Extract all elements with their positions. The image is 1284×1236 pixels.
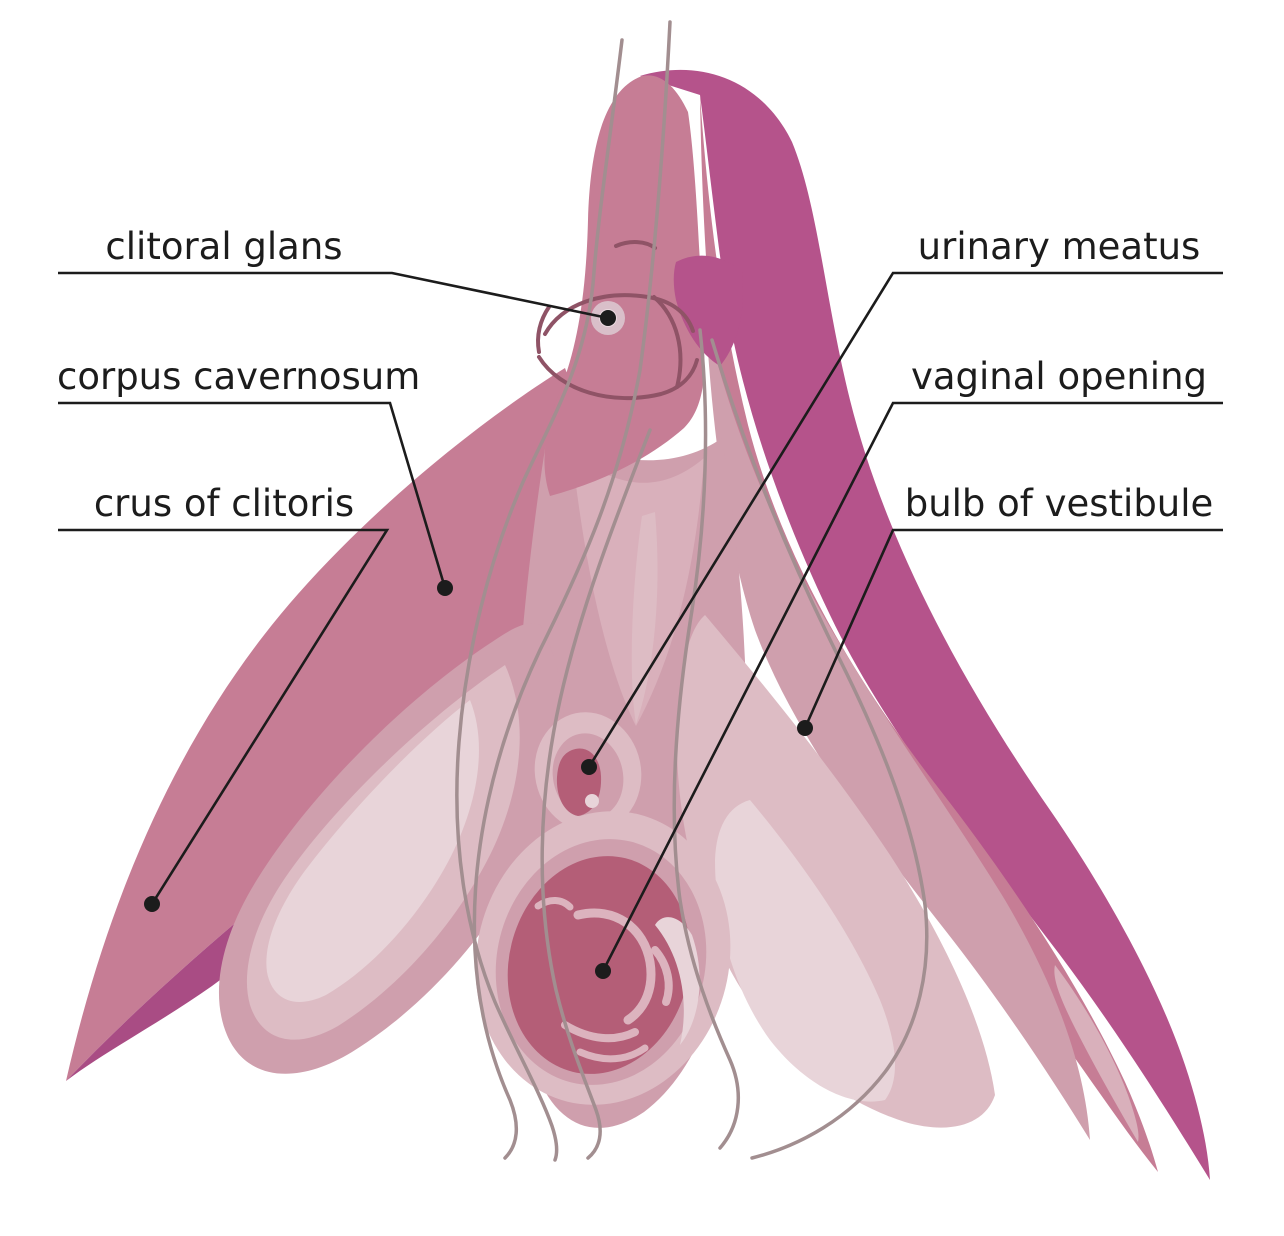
sketch-line-outer-right	[710, 338, 929, 1160]
vulva-outline-sketch	[455, 20, 929, 1162]
leader-clitoral-glans	[58, 271, 609, 320]
label-urinary-meatus: urinary meatus	[917, 225, 1201, 268]
label-bulb-of-vestibule: bulb of vestibule	[904, 482, 1214, 525]
sketch-line-mid-left	[472, 20, 672, 1160]
vaginal-fold-1	[573, 908, 656, 1025]
vaginal-fold-3	[651, 946, 673, 1006]
label-crus-of-clitoris: crus of clitoris	[93, 482, 355, 525]
dot-clitoral-glans	[600, 310, 616, 326]
leader-vaginal-opening	[601, 401, 1223, 972]
hood-fold-lower	[537, 355, 699, 401]
right-bulb-core-shape	[715, 800, 896, 1102]
dot-crus-of-clitoris	[144, 896, 160, 912]
sketch-line-outer-left	[455, 38, 624, 1162]
label-clitoral-glans: clitoral glans	[105, 225, 343, 268]
leader-crus-of-clitoris	[58, 528, 390, 905]
hood-fold-right	[652, 295, 683, 389]
label-vaginal-opening: vaginal opening	[910, 355, 1208, 398]
hood-fold-left	[536, 305, 551, 354]
dot-vaginal-opening	[595, 963, 611, 979]
dot-corpus-cavernosum	[437, 580, 453, 596]
clitoral-glans-shapes	[536, 240, 699, 401]
sketch-line-center-right	[672, 328, 741, 1150]
vaginal-fold-2	[534, 897, 574, 911]
meatus-glint	[585, 794, 599, 808]
vaginal-fold-5	[576, 1044, 649, 1063]
leader-corpus-cavernosum	[58, 401, 447, 589]
right-mid-band-shape	[706, 320, 1090, 1140]
left-crus-shape	[66, 368, 584, 1081]
dot-urinary-meatus	[581, 759, 597, 775]
right-crus-shape	[640, 69, 1210, 1180]
hood-shadow-shape	[673, 255, 744, 366]
leader-bulb-of-vestibule	[803, 528, 1223, 729]
label-corpus-cavernosum: corpus cavernosum	[57, 355, 421, 398]
hood-fold-upper	[543, 293, 695, 336]
vaginal-fold-4	[561, 1021, 639, 1043]
leader-dots	[144, 310, 813, 979]
leader-lines	[58, 271, 1223, 972]
vestibule-streak-shape	[631, 512, 658, 724]
leader-urinary-meatus	[587, 271, 1223, 768]
illustration-shapes	[66, 20, 1210, 1180]
sketch-line-inner-left	[540, 428, 652, 1160]
right-crus-tip-highlight-shape	[1054, 965, 1139, 1142]
left-bulb-core-shape	[266, 700, 479, 1002]
dot-bulb-of-vestibule	[797, 720, 813, 736]
